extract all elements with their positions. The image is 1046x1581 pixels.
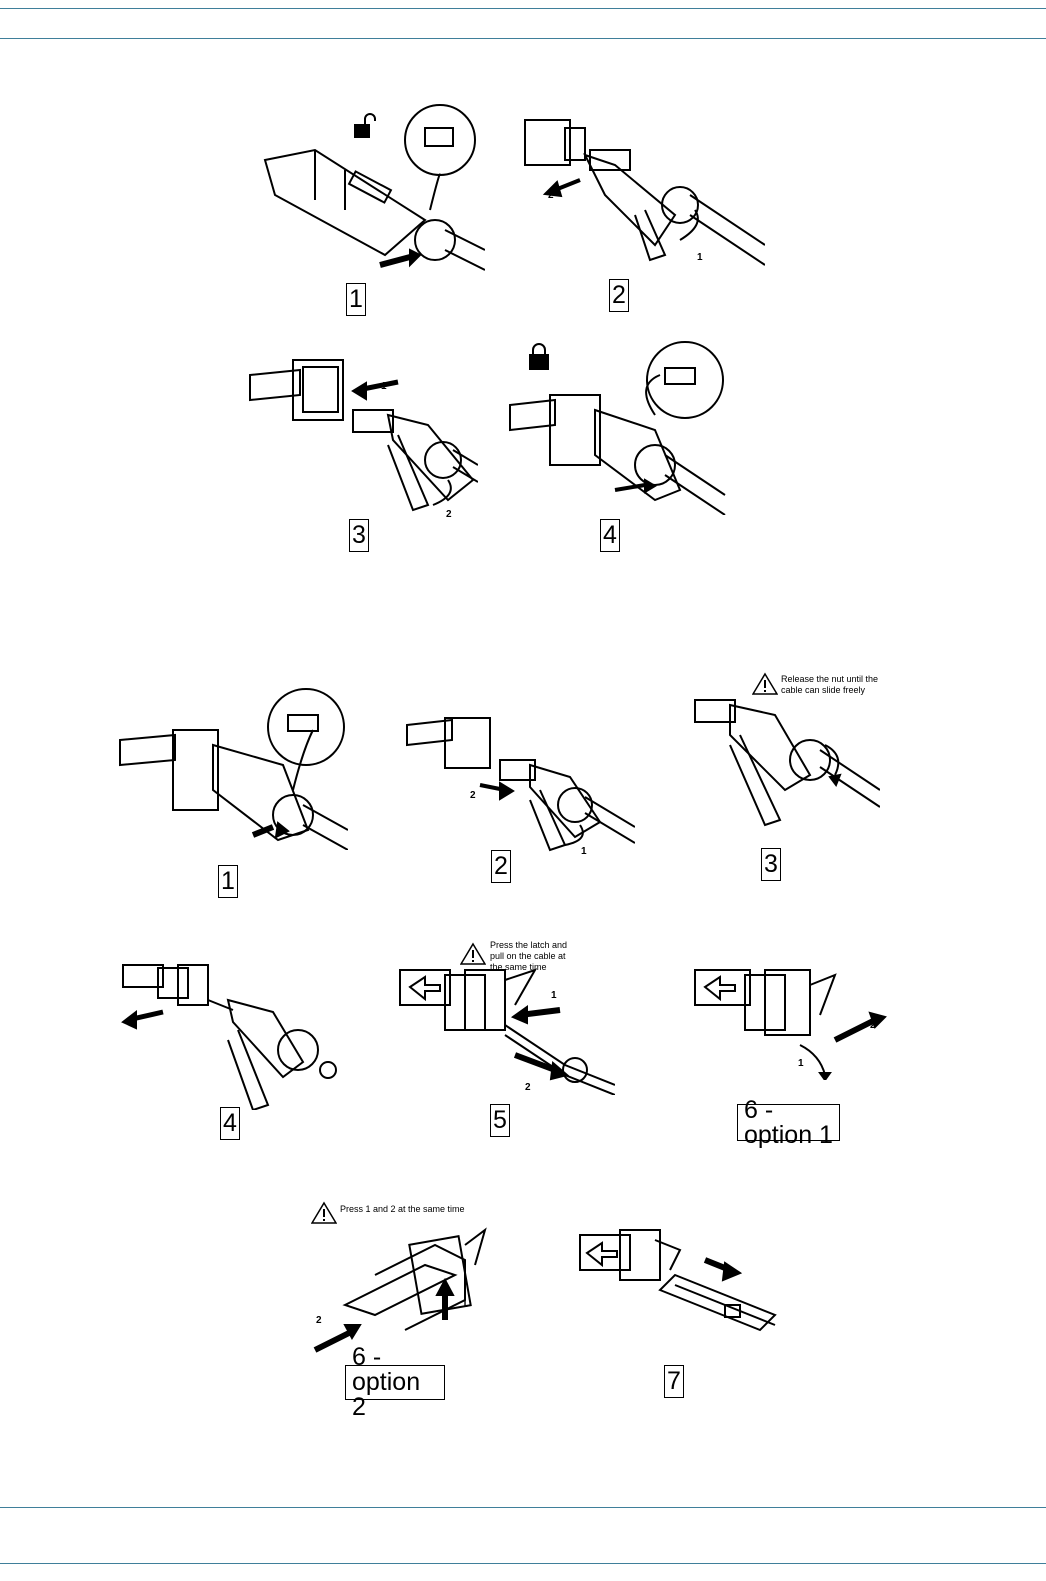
bottom-step-4-illustration xyxy=(118,960,338,1110)
bottom-step-5-illustration xyxy=(395,965,615,1095)
bottom-step-5-callout-1: 1 xyxy=(551,990,557,1001)
top-step-2-illustration xyxy=(515,110,765,270)
bottom-step-4-label: 4 xyxy=(220,1107,240,1140)
bottom-step-2-callout-2: 2 xyxy=(470,790,476,801)
bottom-step-6-option-1-callout-1: 1 xyxy=(798,1058,804,1069)
top-step-4-illustration xyxy=(505,340,730,515)
bottom-step-5-label: 5 xyxy=(490,1104,510,1137)
top-step-4-label: 4 xyxy=(600,519,620,552)
bottom-step-3-note: Release the nut until the cable can slid… xyxy=(781,674,879,695)
bottom-step-6-option-2-illustration xyxy=(305,1225,495,1360)
bottom-step-1-illustration xyxy=(118,685,348,850)
warning-icon xyxy=(460,942,486,965)
bottom-step-7-illustration xyxy=(575,1225,780,1355)
bottom-step-2-callout-1: 1 xyxy=(581,846,587,857)
bottom-step-6-option-2-note: Press 1 and 2 at the same time xyxy=(340,1204,465,1214)
bottom-step-3-illustration xyxy=(690,695,880,835)
bottom-step-2-label: 2 xyxy=(491,850,511,883)
bottom-step-6-option-1-illustration xyxy=(690,965,890,1080)
bottom-step-2-illustration xyxy=(405,715,635,855)
bottom-step-5-callout-2: 2 xyxy=(525,1082,531,1093)
bottom-step-6-option-2-callout-2: 2 xyxy=(316,1315,322,1326)
header-rule-top xyxy=(0,8,1046,9)
bottom-step-1-label: 1 xyxy=(218,865,238,898)
lock-icon xyxy=(529,343,549,370)
unlock-icon xyxy=(354,113,376,138)
top-step-1-illustration xyxy=(255,100,485,280)
top-step-2-callout-2: 2 xyxy=(548,190,554,201)
bottom-step-7-label: 7 xyxy=(664,1365,684,1398)
top-step-3-callout-1: 1 xyxy=(381,381,387,392)
top-step-3-illustration xyxy=(248,355,478,520)
bottom-step-6-option-1-callout-2: 2 xyxy=(870,1020,876,1031)
bottom-step-6-option-2-callout-1: 1 xyxy=(462,1299,468,1310)
top-step-2-callout-1: 1 xyxy=(697,252,703,263)
bottom-step-6-option-2-label: 6 - option 2 xyxy=(345,1345,445,1420)
top-step-3-label: 3 xyxy=(349,519,369,552)
top-step-2-label: 2 xyxy=(609,279,629,312)
bottom-step-6-option-1-label: 6 - option 1 xyxy=(737,1097,840,1147)
top-step-1-label: 1 xyxy=(346,283,366,316)
warning-icon xyxy=(311,1201,337,1224)
bottom-step-3-label: 3 xyxy=(761,848,781,881)
top-step-3-callout-2: 2 xyxy=(446,509,452,520)
bottom-step-5-note: Press the latch and pull on the cable at… xyxy=(490,940,568,972)
warning-icon xyxy=(752,672,778,695)
footer-rule-top xyxy=(0,1507,1046,1508)
footer-rule-bottom xyxy=(0,1563,1046,1564)
header-rule-bottom xyxy=(0,38,1046,39)
